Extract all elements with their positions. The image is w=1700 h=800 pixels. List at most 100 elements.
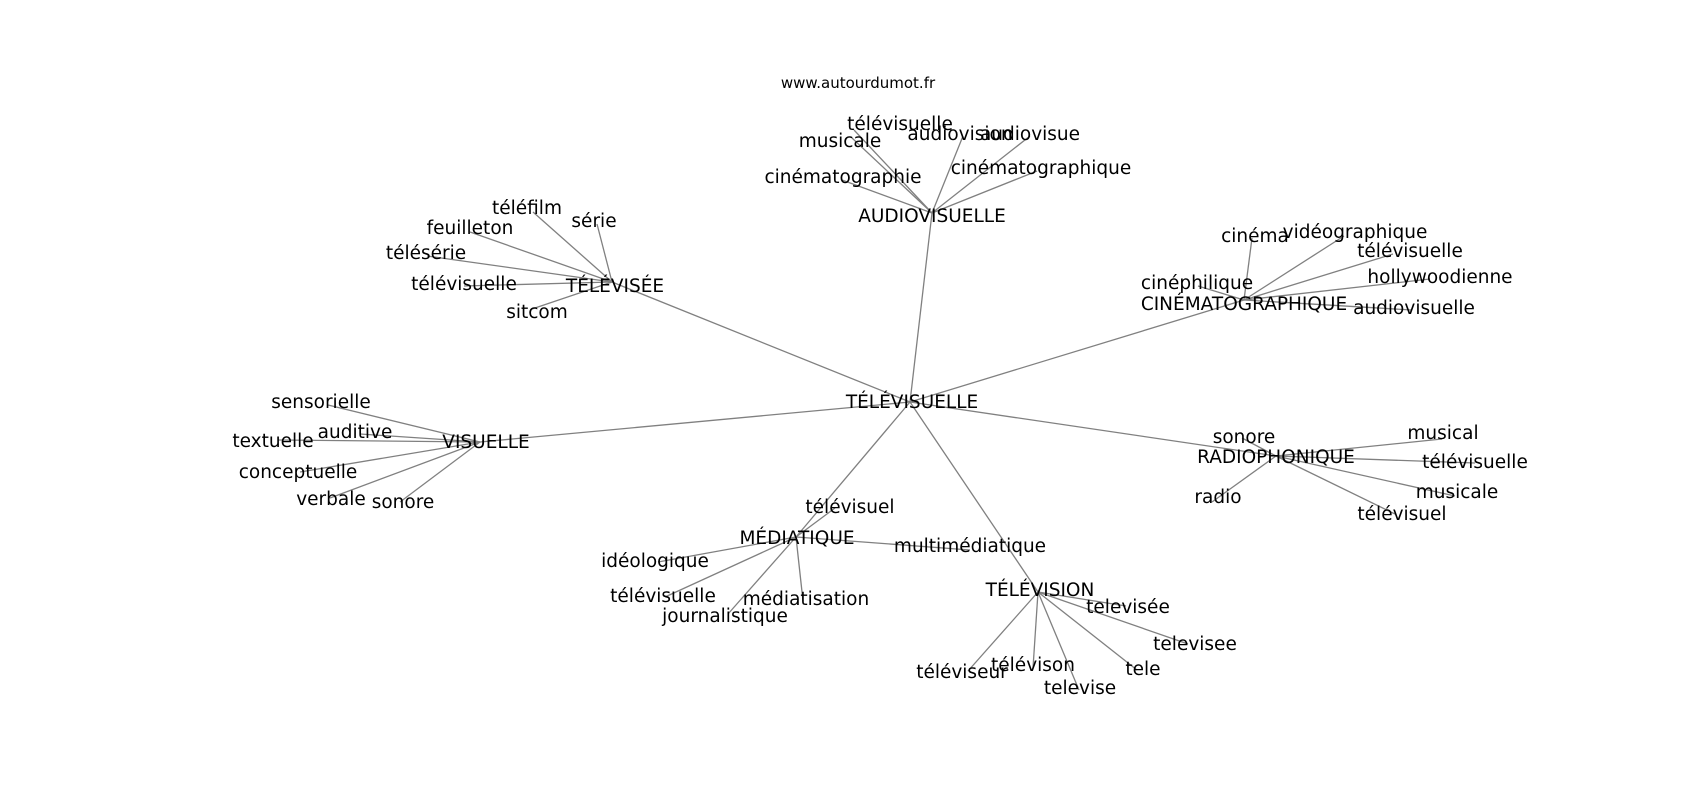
source-watermark: www.autourdumot.fr [781,74,936,92]
edge-center-to-hub [909,299,1245,403]
leaf-node-label: sonore [372,492,435,513]
edge-layer [277,129,1476,691]
edge-hub-to-leaf [1243,235,1345,301]
leaf-node-label: musicale [799,131,882,152]
edge-center-to-hub [479,401,911,443]
hub-node-label: VISUELLE [442,432,529,453]
edge-hub-to-leaf [299,441,481,473]
leaf-node-label: téléfilm [492,198,562,219]
edge-hub-to-leaf [327,404,481,443]
edge-hub-to-leaf [1275,438,1443,457]
edge-hub-to-leaf [1275,455,1476,464]
hub-node-label: AUDIOVISUELLE [858,206,1006,227]
leaf-node-label: série [571,211,616,232]
edge-center-to-hub [795,401,911,538]
edge-hub-to-leaf [841,179,933,214]
leaf-node-label: textuelle [232,431,313,452]
leaf-node-label: télévison [991,655,1075,676]
edge-hub-to-leaf [853,129,933,214]
leaf-node-label: télévisuelle [1357,241,1463,262]
leaf-node-label: télévisuelle [610,586,716,607]
edge-hub-to-leaf [795,507,836,538]
leaf-node-label: musical [1407,423,1478,444]
edge-hub-to-leaf [1243,253,1394,301]
hub-node-label: TÉLÉVISÉE [565,275,664,297]
leaf-node-label: télévisuel [805,497,894,518]
edge-hub-to-leaf [931,135,1031,214]
leaf-node-label: cinéphilique [1141,273,1253,294]
edge-hub-to-leaf [329,441,481,499]
edge-hub-to-leaf [277,439,481,443]
edge-hub-to-leaf [1243,299,1413,311]
leaf-node-label: audiovision [907,124,1012,145]
leaf-node-label: televisée [1086,597,1170,618]
edge-hub-to-leaf [851,137,933,214]
center-node-label: TÉLÉVISUELLE [845,391,978,413]
leaf-node-label: télévisuelle [847,114,953,135]
leaf-node-label: cinéma [1221,226,1289,247]
leaf-node-label: sitcom [506,302,568,323]
edge-hub-to-leaf [1037,591,1138,671]
leaf-node-label: cinématographie [764,167,921,188]
edge-hub-to-leaf [359,433,481,443]
edge-hub-to-leaf [931,135,964,214]
edge-hub-to-leaf [596,223,613,283]
edge-hub-to-leaf [1243,237,1253,301]
leaf-node-label: idéologique [601,551,709,572]
leaf-node-label: cinématographique [951,158,1132,179]
leaf-node-label: televisee [1153,634,1237,655]
leaf-node-label: verbale [296,489,366,510]
leaf-node-label: médiatisation [743,589,869,610]
leaf-node-label: feuilleton [427,218,514,239]
leaf-node-label: sensorielle [271,392,371,413]
edge-hub-to-leaf [463,281,613,287]
edge-hub-to-leaf [1037,591,1127,607]
edge-hub-to-leaf [469,231,613,283]
leaf-node-label: vidéographique [1283,222,1428,243]
edge-hub-to-leaf [1037,591,1189,645]
edge-hub-to-leaf [1243,278,1431,301]
leaf-node-label: télévisuelle [411,274,517,295]
leaf-node-label: télésérie [386,243,466,264]
leaf-node-label: téléviseur [916,662,1008,683]
hub-node-label: CINÉMATOGRAPHIQUE [1141,293,1347,315]
leaf-node-label: télévisuelle [1422,452,1528,473]
edge-hub-to-leaf [727,536,797,615]
edge-hub-to-leaf [532,211,613,283]
leaf-node-label: audiovisuelle [1353,298,1475,319]
edge-hub-to-leaf [1211,455,1277,503]
edge-hub-to-leaf [1032,591,1039,669]
edge-hub-to-leaf [967,591,1039,672]
leaf-node-label: musicale [1416,482,1499,503]
edge-hub-to-leaf [399,441,481,503]
hub-node-label: TÉLÉVISION [985,579,1095,601]
edge-hub-to-leaf [795,536,804,602]
leaf-node-label: conceptuelle [239,462,358,483]
edge-hub-to-leaf [795,536,971,551]
edge-center-to-hub [909,401,1277,457]
edge-center-to-hub [909,401,1039,593]
edge-hub-to-leaf [1241,437,1277,457]
hub-node-label: RADIOPHONIQUE [1197,447,1355,468]
leaf-node-label: auditive [318,422,393,443]
edge-hub-to-leaf [1197,285,1245,301]
leaf-node-label: tele [1125,659,1160,680]
label-layer: TÉLÉVISUELLEAUDIOVISUELLEtélévisuellemus… [232,114,1527,699]
leaf-node-label: journalistique [661,606,788,627]
leaf-node-label: radio [1194,487,1241,508]
edge-hub-to-leaf [931,170,1038,214]
edge-center-to-hub [909,212,933,403]
edge-hub-to-leaf [531,281,613,310]
leaf-node-label: télévisuel [1357,504,1446,525]
edge-hub-to-leaf [1275,455,1456,497]
leaf-node-label: audiovisue [980,124,1080,145]
edge-hub-to-leaf [664,536,797,598]
edge-center-to-hub [611,281,911,403]
hub-node-label: MÉDIATIQUE [739,527,854,549]
edge-hub-to-leaf [426,255,613,283]
edge-hub-to-leaf [1275,455,1396,515]
leaf-node-label: hollywoodienne [1367,267,1512,288]
edge-hub-to-leaf [1037,591,1080,691]
